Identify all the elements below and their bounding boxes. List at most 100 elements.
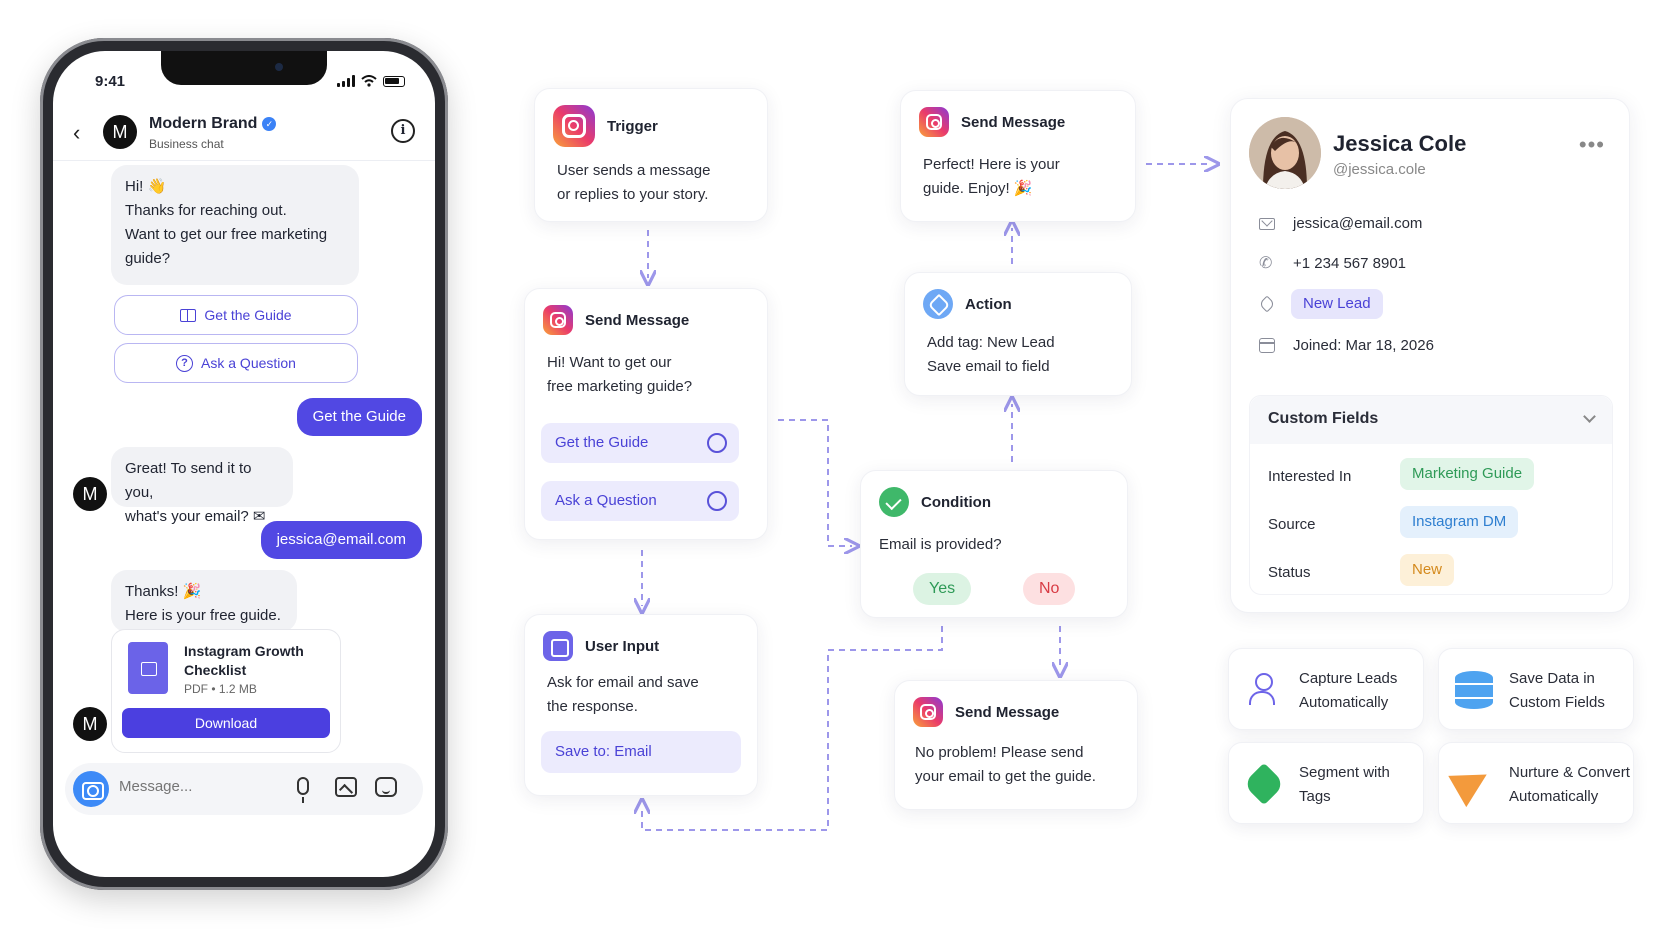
instagram-icon: [553, 105, 595, 147]
send-message-card[interactable]: Send Message No problem! Please send you…: [894, 680, 1138, 810]
card-line: Save email to field: [927, 358, 1050, 375]
feature-tile: Save Data in Custom Fields: [1438, 648, 1634, 730]
profile-name: Jessica Cole: [1333, 131, 1467, 156]
message-line: guide?: [125, 250, 171, 267]
tag-badge[interactable]: New Lead: [1291, 289, 1383, 319]
save-to-field[interactable]: Save to: Email: [541, 731, 741, 773]
card-header: Trigger: [553, 105, 658, 147]
profile-handle: @jessica.cole: [1333, 161, 1426, 178]
card-title: Condition: [921, 493, 991, 511]
card-body: Add tag: New Lead Save email to field: [927, 331, 1055, 379]
incoming-message: Hi! 👋 Thanks for reaching out. Want to g…: [111, 165, 359, 285]
file-meta: PDF • 1.2 MB: [184, 682, 257, 696]
more-options-icon[interactable]: •••: [1578, 132, 1605, 157]
quick-reply-ask-question[interactable]: ? Ask a Question: [114, 343, 358, 383]
database-icon: [1455, 671, 1493, 709]
instagram-icon: [919, 107, 949, 137]
info-icon[interactable]: i: [391, 119, 415, 143]
chevron-down-icon[interactable]: [1583, 410, 1596, 423]
card-line: Add tag: New Lead: [927, 334, 1055, 351]
phone-mockup: 9:41 ‹ M Modern Brand ✓ Business chat i …: [40, 38, 448, 890]
send-message-card[interactable]: Send Message Hi! Want to get our free ma…: [524, 288, 768, 540]
card-title: Trigger: [607, 117, 658, 135]
sticker-icon[interactable]: [375, 777, 397, 797]
action-card[interactable]: Action Add tag: New Lead Save email to f…: [904, 272, 1132, 396]
card-body: Email is provided?: [879, 536, 1002, 553]
option-get-guide[interactable]: Get the Guide: [541, 423, 739, 463]
custom-fields-header[interactable]: Custom Fields: [1250, 396, 1612, 444]
joined-value: Joined: Mar 18, 2026: [1293, 337, 1434, 354]
card-line: User sends a message: [557, 162, 711, 179]
card-line: or replies to your story.: [557, 186, 709, 203]
card-line: Ask for email and save: [547, 674, 699, 691]
feature-line: Segment with: [1299, 764, 1390, 781]
feature-line: Nurture & Convert: [1509, 764, 1630, 781]
radio-icon: [707, 491, 727, 511]
message-line: Thanks for reaching out.: [125, 202, 287, 219]
status-icons: [337, 75, 405, 87]
field-value: Instagram DM: [1400, 506, 1519, 538]
message-line: Hi! 👋: [125, 178, 167, 195]
avatar[interactable]: M: [103, 115, 137, 149]
option-label: Get the Guide: [555, 434, 649, 451]
user-add-icon: [1245, 671, 1283, 709]
card-line: your email to get the guide.: [915, 768, 1096, 785]
feature-text: Segment with Tags: [1299, 761, 1423, 809]
custom-fields-panel: Custom Fields Interested In Marketing Gu…: [1249, 395, 1613, 595]
file-title: Instagram Growth Checklist: [184, 643, 304, 678]
message-line: Thanks! 🎉: [125, 583, 202, 600]
phone-value[interactable]: +1 234 567 8901: [1293, 255, 1407, 272]
avatar: M: [73, 707, 107, 741]
user-input-card[interactable]: User Input Ask for email and save the re…: [524, 614, 758, 796]
phone-screen: 9:41 ‹ M Modern Brand ✓ Business chat i …: [53, 51, 435, 877]
send-message-card[interactable]: Send Message Perfect! Here is your guide…: [900, 90, 1136, 222]
outgoing-message: Get the Guide: [296, 398, 422, 436]
camera-icon[interactable]: [73, 771, 109, 807]
no-branch[interactable]: No: [1023, 573, 1076, 605]
feature-line: Tags: [1299, 788, 1331, 805]
option-ask-question[interactable]: Ask a Question: [541, 481, 739, 521]
send-icon: [1448, 758, 1496, 808]
card-header: User Input: [543, 631, 659, 661]
feature-line: Capture Leads: [1299, 670, 1398, 687]
card-line: guide. Enjoy! 🎉: [923, 180, 1033, 197]
microphone-icon[interactable]: [297, 777, 309, 803]
back-arrow-icon[interactable]: ‹: [73, 120, 81, 145]
message-line: Great! To send it to you,: [125, 460, 252, 501]
download-button[interactable]: Download: [122, 708, 330, 738]
chat-title: Modern Brand ✓: [149, 115, 277, 133]
trigger-card[interactable]: Trigger User sends a message or replies …: [534, 88, 768, 222]
connector-guide-to-condition: [778, 419, 852, 546]
profile-photo: [1249, 117, 1321, 189]
card-title: Send Message: [961, 113, 1066, 131]
condition-card[interactable]: Condition Email is provided? Yes No: [860, 470, 1128, 618]
joined-row: Joined: Mar 18, 2026: [1259, 337, 1434, 354]
card-line: No problem! Please send: [915, 744, 1084, 761]
message-line: what's your email? ✉: [125, 508, 266, 525]
card-title: Send Message: [955, 703, 1060, 721]
email-row: jessica@email.com: [1259, 215, 1422, 232]
card-header: Send Message: [913, 697, 1059, 727]
feature-line: Custom Fields: [1509, 694, 1605, 711]
tag-icon: [923, 289, 953, 319]
feature-line: Automatically: [1299, 694, 1389, 711]
card-header: Action: [923, 289, 1012, 319]
battery-icon: [383, 75, 405, 87]
phone-row: ✆ +1 234 567 8901: [1259, 255, 1406, 272]
field-value: New: [1400, 554, 1455, 586]
image-icon[interactable]: [335, 777, 357, 797]
message-line: Want to get our free marketing: [125, 226, 328, 243]
instagram-icon: [543, 305, 573, 335]
tag-icon: [1242, 762, 1286, 806]
message-input[interactable]: [119, 778, 269, 795]
radio-icon: [707, 433, 727, 453]
email-value[interactable]: jessica@email.com: [1293, 215, 1423, 232]
feature-text: Save Data in Custom Fields: [1509, 667, 1633, 715]
quick-reply-get-guide[interactable]: Get the Guide: [114, 295, 358, 335]
status-time: 9:41: [95, 73, 126, 90]
feature-text: Capture Leads Automatically: [1299, 667, 1423, 715]
camera-dot-icon: [275, 63, 283, 71]
field-label: Interested In: [1268, 468, 1352, 485]
card-body: User sends a message or replies to your …: [557, 159, 710, 207]
yes-branch[interactable]: Yes: [913, 573, 972, 605]
